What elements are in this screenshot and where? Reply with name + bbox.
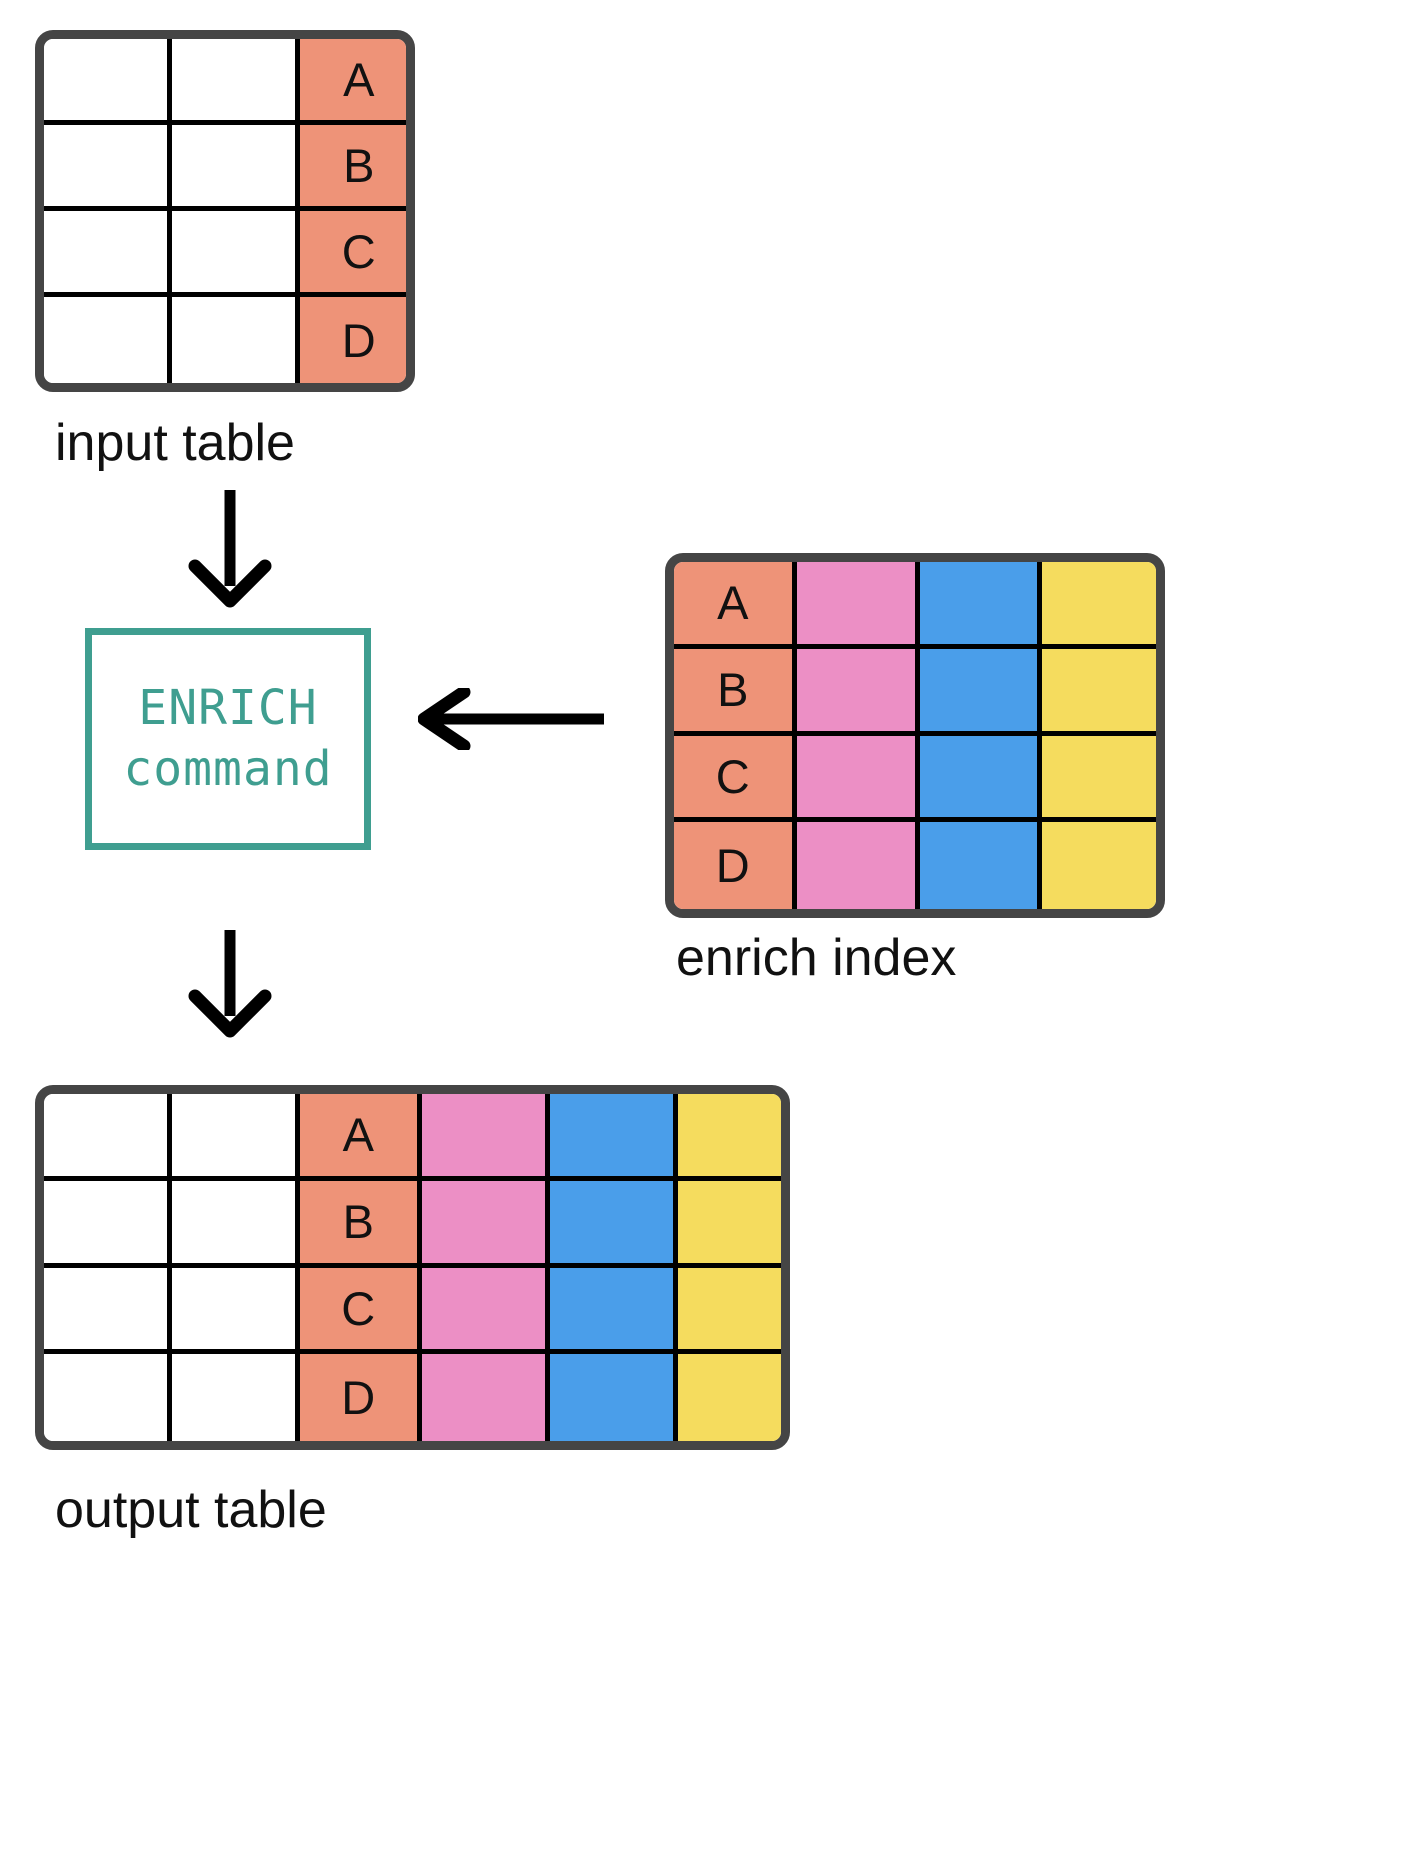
table-row: C: [44, 211, 406, 297]
table-row: B: [674, 648, 1156, 736]
table-cell-match-key: A: [300, 1094, 422, 1181]
table-cell-col-2: [172, 1094, 300, 1181]
table-cell-col-2: [172, 125, 300, 211]
table-cell-enrich-field-3: [1042, 562, 1156, 649]
table-cell-match-key: C: [674, 735, 797, 823]
table-cell-match-key: A: [674, 562, 797, 649]
table-cell-enrich-field-1: [422, 1180, 550, 1268]
table-cell-col-1: [44, 1180, 172, 1268]
table-row: C: [44, 1267, 781, 1355]
table-cell-enrich-field-1: [422, 1094, 550, 1181]
table-cell-col-2: [172, 1267, 300, 1355]
input-table-caption: input table: [55, 414, 295, 472]
table-cell-match-key: D: [300, 297, 406, 383]
table-cell-match-key: B: [300, 1180, 422, 1268]
table-cell-enrich-field-1: [797, 648, 920, 736]
arrow-command-to-output: [188, 930, 272, 1038]
table-cell-enrich-field-1: [797, 822, 920, 909]
table-row: D: [44, 1354, 781, 1441]
table-cell-match-key: B: [300, 125, 406, 211]
table-row: B: [44, 125, 406, 211]
table-cell-enrich-field-2: [920, 562, 1042, 649]
table-cell-enrich-field-1: [797, 562, 920, 649]
table-cell-enrich-field-1: [422, 1267, 550, 1355]
table-cell-enrich-field-2: [920, 648, 1042, 736]
table-cell-enrich-field-3: [678, 1354, 781, 1441]
table-cell-col-1: [44, 1267, 172, 1355]
table-cell-enrich-field-3: [1042, 822, 1156, 909]
table-cell-match-key: C: [300, 1267, 422, 1355]
table-cell-col-2: [172, 211, 300, 297]
output-table-caption: output table: [55, 1481, 327, 1539]
table-row: A: [674, 562, 1156, 649]
enrich-command-box[interactable]: ENRICH command: [85, 628, 371, 850]
table-cell-enrich-field-2: [920, 735, 1042, 823]
enrich-command-line-1: ENRICH: [138, 679, 318, 736]
table-cell-enrich-field-3: [1042, 648, 1156, 736]
table-cell-enrich-field-3: [678, 1180, 781, 1268]
table-cell-col-1: [44, 1354, 172, 1441]
table-cell-enrich-field-2: [550, 1267, 678, 1355]
table-cell-enrich-field-1: [797, 735, 920, 823]
table-cell-col-1: [44, 211, 172, 297]
table-cell-col-2: [172, 1354, 300, 1441]
table-cell-enrich-field-3: [678, 1267, 781, 1355]
table-cell-col-1: [44, 1094, 172, 1181]
table-cell-match-key: A: [300, 39, 406, 125]
table-cell-col-1: [44, 39, 172, 125]
table-cell-col-1: [44, 297, 172, 383]
table-row: B: [44, 1180, 781, 1268]
table-row: D: [44, 297, 406, 383]
arrow-input-to-command: [188, 490, 272, 608]
table-cell-enrich-field-2: [550, 1180, 678, 1268]
table-cell-enrich-field-3: [1042, 735, 1156, 823]
table-cell-col-2: [172, 39, 300, 125]
table-cell-enrich-field-1: [422, 1354, 550, 1441]
table-row: A: [44, 1094, 781, 1181]
table-cell-match-key: B: [674, 648, 797, 736]
table-cell-match-key: D: [674, 822, 797, 909]
arrow-index-to-command: [418, 688, 604, 750]
table-row: A: [44, 39, 406, 125]
table-cell-match-key: C: [300, 211, 406, 297]
enrich-command-line-2: command: [123, 741, 333, 797]
table-cell-col-2: [172, 1180, 300, 1268]
enrich-index-caption: enrich index: [676, 929, 957, 987]
table-cell-col-1: [44, 125, 172, 211]
table-cell-enrich-field-2: [550, 1354, 678, 1441]
table-cell-enrich-field-2: [550, 1094, 678, 1181]
table-row: D: [674, 822, 1156, 909]
table-cell-enrich-field-3: [678, 1094, 781, 1181]
table-row: C: [674, 735, 1156, 823]
table-cell-match-key: D: [300, 1354, 422, 1441]
table-cell-col-2: [172, 297, 300, 383]
table-cell-enrich-field-2: [920, 822, 1042, 909]
